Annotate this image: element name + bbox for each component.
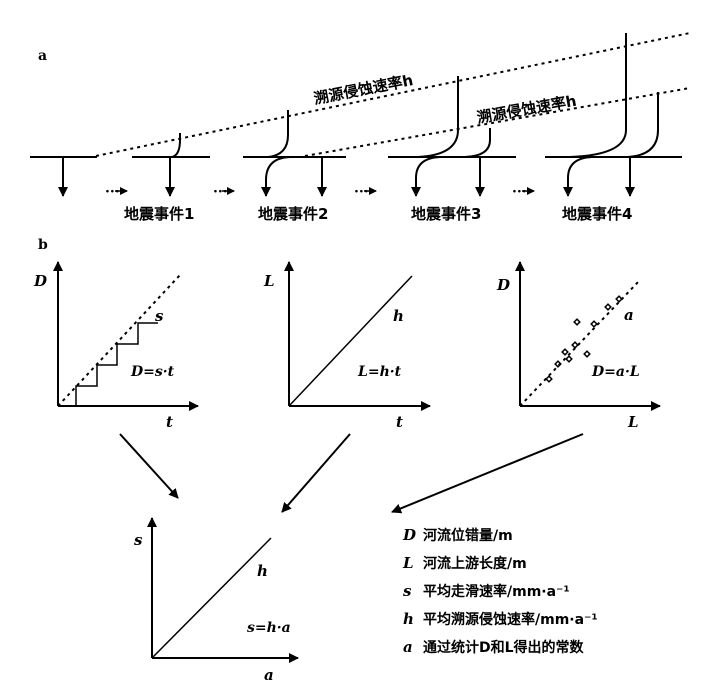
rate-label-lower: 溯源侵蚀速率h <box>476 92 578 127</box>
rate-line-upper <box>95 32 691 157</box>
plot-s-a-formula: s=h·a <box>247 620 291 636</box>
plot-d-l-formula: D=a·L <box>591 364 640 380</box>
arrow-from-plot-3 <box>391 433 584 514</box>
plot-s-a <box>147 517 299 663</box>
arrow-from-plot-2 <box>281 433 351 513</box>
event-label-1: 地震事件1 <box>124 205 194 223</box>
ellipsis-3: ··· <box>354 184 369 200</box>
event-label-2: 地震事件2 <box>258 205 328 223</box>
plot-l-t-formula: L=h·t <box>357 364 402 380</box>
legend-text: 河流上游长度/m <box>423 555 527 572</box>
plot-d-t-x-label: t <box>166 413 173 431</box>
ellipsis-1: ··· <box>105 184 120 200</box>
data-point <box>554 360 562 368</box>
plot-s-a-y-label: s <box>134 531 143 549</box>
data-point <box>615 295 623 303</box>
event-label-3: 地震事件3 <box>411 205 481 223</box>
legend-symbol: s <box>403 582 412 600</box>
event-2-diagram <box>132 133 210 197</box>
data-point <box>545 375 553 383</box>
plot-s-a-x-label: a <box>264 666 274 684</box>
plot-d-t-formula: D=s·t <box>130 364 175 380</box>
plot-d-l <box>515 261 661 411</box>
data-point <box>571 341 579 349</box>
plot-s-a-line-label: h <box>257 562 268 580</box>
plot-d-l-x-label: L <box>627 413 639 431</box>
panel-a-label: a <box>38 48 47 64</box>
ellipsis-2: ··· <box>213 184 228 200</box>
data-point <box>590 320 598 328</box>
legend-text: 平均溯源侵蚀速率/mm·a⁻¹ <box>423 611 598 628</box>
legend: D 河流位错量/m L 河流上游长度/m s 平均走滑速率/mm·a⁻¹ h 平… <box>402 526 598 656</box>
plot-l-t <box>284 261 431 411</box>
legend-text: 通过统计D和L得出的常数 <box>423 639 585 656</box>
panel-b-label: b <box>38 237 48 253</box>
data-point <box>573 318 581 326</box>
event-label-4: 地震事件4 <box>562 205 632 223</box>
data-point <box>604 303 612 311</box>
plot-d-t-y-label: D <box>33 272 47 290</box>
rate-label-upper: 溯源侵蚀速率h <box>312 71 414 108</box>
event-3-diagram <box>243 110 346 197</box>
arrow-from-plot-1 <box>119 433 179 499</box>
data-point <box>561 348 569 356</box>
plot-l-t-y-label: L <box>263 272 275 290</box>
legend-symbol: a <box>403 638 413 656</box>
plot-d-t <box>53 261 199 411</box>
ellipsis-4: ··· <box>512 184 527 200</box>
plot-d-l-line-label: a <box>624 306 634 324</box>
legend-symbol: L <box>402 554 414 572</box>
data-point <box>583 350 591 358</box>
legend-symbol: h <box>403 610 414 628</box>
event-4-diagram <box>388 76 516 197</box>
rate-line-lower <box>304 87 691 157</box>
event-5-diagram <box>545 33 682 197</box>
plot-l-t-x-label: t <box>396 413 403 431</box>
event-1-diagram <box>30 156 97 197</box>
plot-d-t-line-label: s <box>155 307 164 325</box>
data-point <box>565 355 573 363</box>
plot-d-l-y-label: D <box>496 276 510 294</box>
legend-symbol: D <box>402 526 416 544</box>
legend-text: 平均走滑速率/mm·a⁻¹ <box>423 583 570 600</box>
plot-l-t-line-label: h <box>393 307 404 325</box>
legend-text: 河流位错量/m <box>423 527 513 544</box>
